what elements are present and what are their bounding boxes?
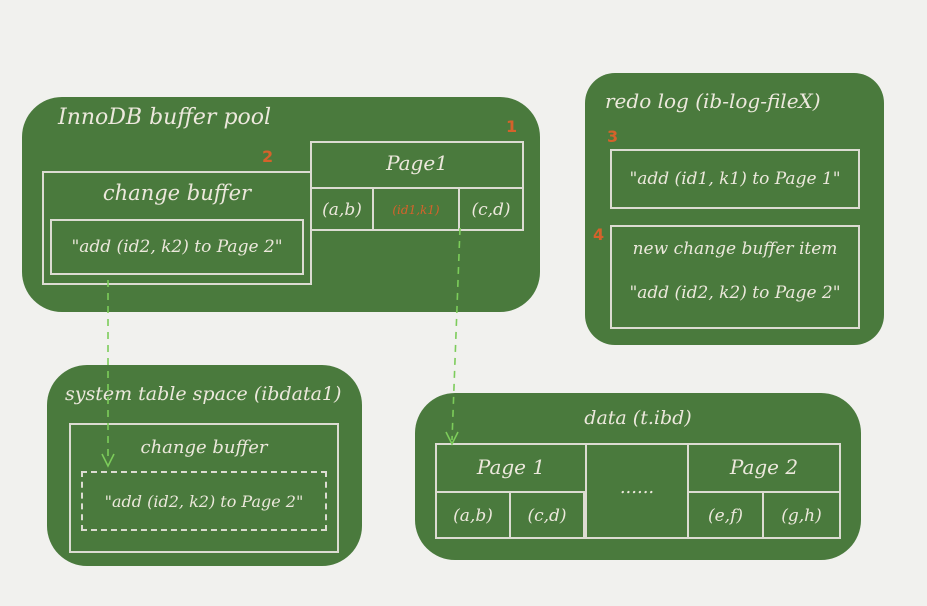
redo-entry-1-text: "add (id1, k1) to Page 1" <box>629 169 841 189</box>
data-page1-cell-ab: (a,b) <box>437 493 511 539</box>
data-page2-cell-ef: (e,f) <box>689 493 764 539</box>
buffer-page1-cell-cd: (c,d) <box>471 200 511 220</box>
step-1-marker: 1 <box>506 117 518 136</box>
buffer-page1-cell-ab: (a,b) <box>312 189 374 231</box>
data-page1-cell-cd: (c,d) <box>511 493 585 539</box>
step-2-marker: 2 <box>262 147 274 166</box>
step-3-marker: 3 <box>607 127 619 146</box>
buffer-page1-row: (a,b) (id1,k1) (c,d) <box>312 187 522 231</box>
buffer-page1-cell-id1k1: (id1,k1) <box>374 189 460 231</box>
redo-entry-1-box: "add (id1, k1) to Page 1" <box>610 149 860 209</box>
data-page1-row: (a,b) (c,d) <box>437 491 585 539</box>
system-change-buffer-title: change buffer <box>140 437 268 458</box>
system-change-buffer-entry-box: "add (id2, k2) to Page 2" <box>81 471 327 531</box>
data-file-table: Page 1 (a,b) (c,d) ...... Page 2 (e,f) (… <box>435 443 841 539</box>
change-buffer-entry-box: "add (id2, k2) to Page 2" <box>50 219 304 275</box>
data-page1-title: Page 1 <box>476 455 546 479</box>
change-buffer-entry: "add (id2, k2) to Page 2" <box>71 237 283 257</box>
data-file-ellipsis: ...... <box>619 477 655 498</box>
redo-log-board: redo log (ib-log-fileX) 3 "add (id1, k1)… <box>585 73 884 345</box>
step-4-marker: 4 <box>593 225 605 244</box>
system-change-buffer-box: change buffer "add (id2, k2) to Page 2" <box>69 423 339 553</box>
system-change-buffer-entry: "add (id2, k2) to Page 2" <box>104 491 304 511</box>
redo-entry-2-line1: new change buffer item <box>632 239 838 259</box>
data-file-divider-left <box>585 445 587 537</box>
system-table-space-board: system table space (ibdata1) change buff… <box>47 365 362 566</box>
data-page2-title: Page 2 <box>729 455 799 479</box>
redo-log-title: redo log (ib-log-fileX) <box>605 89 821 113</box>
data-page2-row: (e,f) (g,h) <box>689 491 839 539</box>
buffer-page1-title: Page1 <box>386 151 448 175</box>
redo-entry-2-line2: "add (id2, k2) to Page 2" <box>629 283 841 303</box>
buffer-page1-box: Page1 (a,b) (id1,k1) (c,d) <box>310 141 524 231</box>
data-page2-cell-gh: (g,h) <box>781 506 822 526</box>
buffer-pool-title: InnoDB buffer pool <box>58 105 272 130</box>
change-buffer-title: change buffer <box>102 181 252 205</box>
system-table-space-title: system table space (ibdata1) <box>65 383 342 405</box>
redo-entry-2-box: new change buffer item "add (id2, k2) to… <box>610 225 860 329</box>
buffer-pool-board: InnoDB buffer pool 2 change buffer "add … <box>22 97 540 312</box>
data-file-divider-right <box>687 445 689 537</box>
data-file-board: data (t.ibd) Page 1 (a,b) (c,d) ...... P… <box>415 393 861 560</box>
data-file-title: data (t.ibd) <box>584 407 692 429</box>
change-buffer-box: change buffer "add (id2, k2) to Page 2" <box>42 171 312 285</box>
